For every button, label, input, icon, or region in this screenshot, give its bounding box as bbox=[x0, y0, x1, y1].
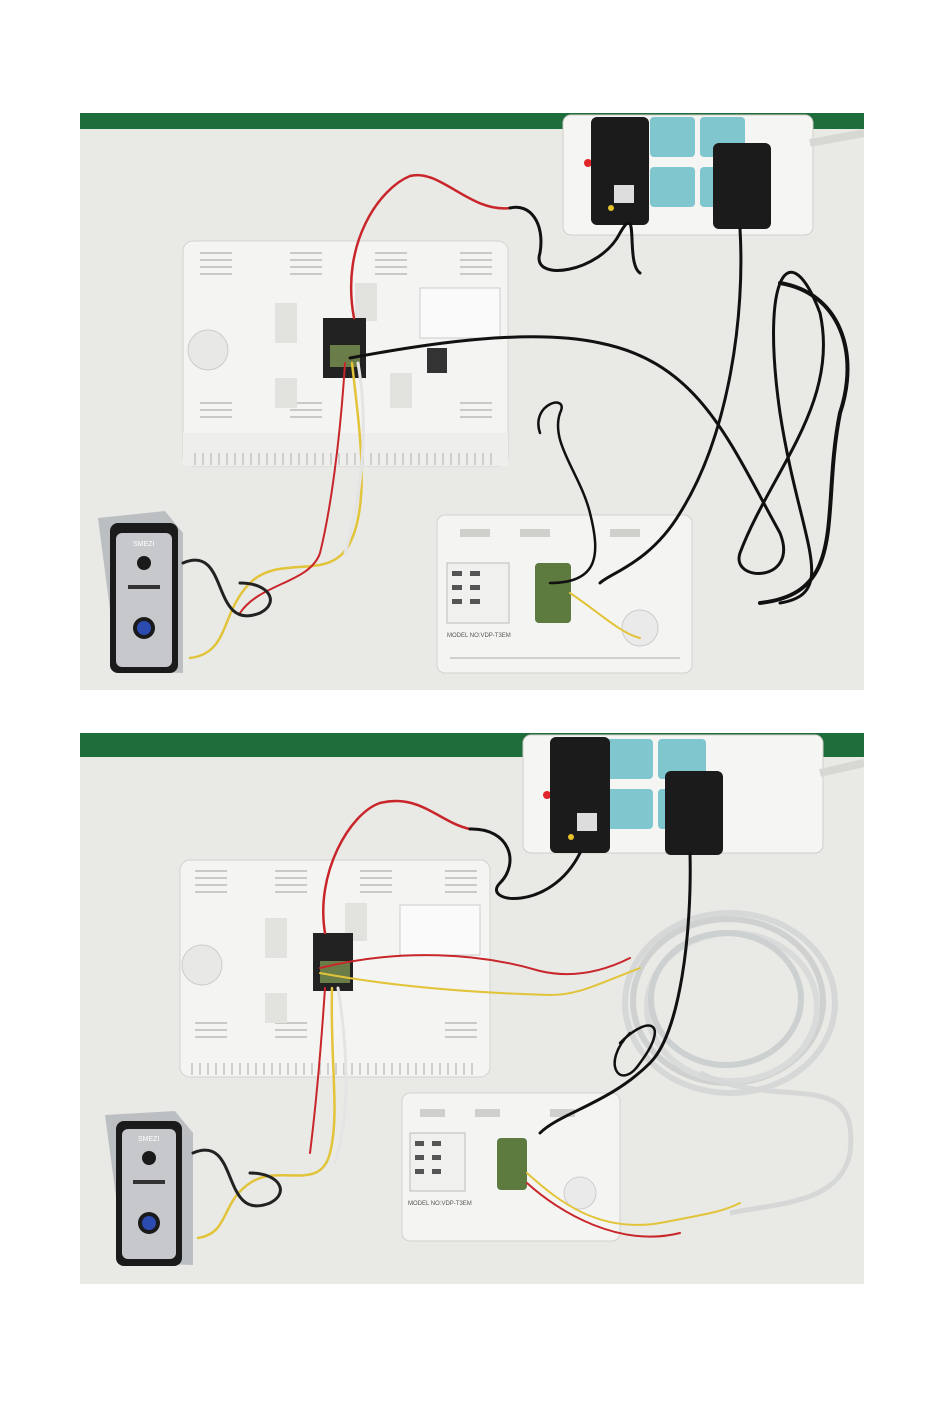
doorbell-brand: SMEZI bbox=[133, 541, 154, 548]
main-monitor bbox=[183, 241, 508, 466]
monitor-model-label: MODEL NO:VDP-T3EM bbox=[447, 633, 511, 639]
photo-top-drawing: MODEL NO:VDP-T3EM SMEZI bbox=[80, 113, 864, 690]
wiring-photo-bottom: MODEL NO:VDP-T3EM SMEZI bbox=[80, 733, 864, 1284]
main-monitor bbox=[180, 860, 490, 1077]
power-led bbox=[584, 159, 592, 167]
doorbell-camera: SMEZI bbox=[98, 511, 183, 673]
wiring-photo-top: MODEL NO:VDP-T3EM SMEZI bbox=[80, 113, 864, 690]
photo-bottom-drawing: MODEL NO:VDP-T3EM SMEZI bbox=[80, 733, 864, 1284]
power-led bbox=[543, 791, 551, 799]
monitor-model-label: MODEL NO:VDP-T3EM bbox=[408, 1201, 472, 1207]
extension-monitor: MODEL NO:VDP-T3EM bbox=[402, 1093, 620, 1241]
doorbell-brand: SMEZI bbox=[138, 1136, 159, 1143]
doorbell-camera: SMEZI bbox=[105, 1111, 193, 1266]
extension-monitor: MODEL NO:VDP-T3EM bbox=[437, 515, 692, 673]
